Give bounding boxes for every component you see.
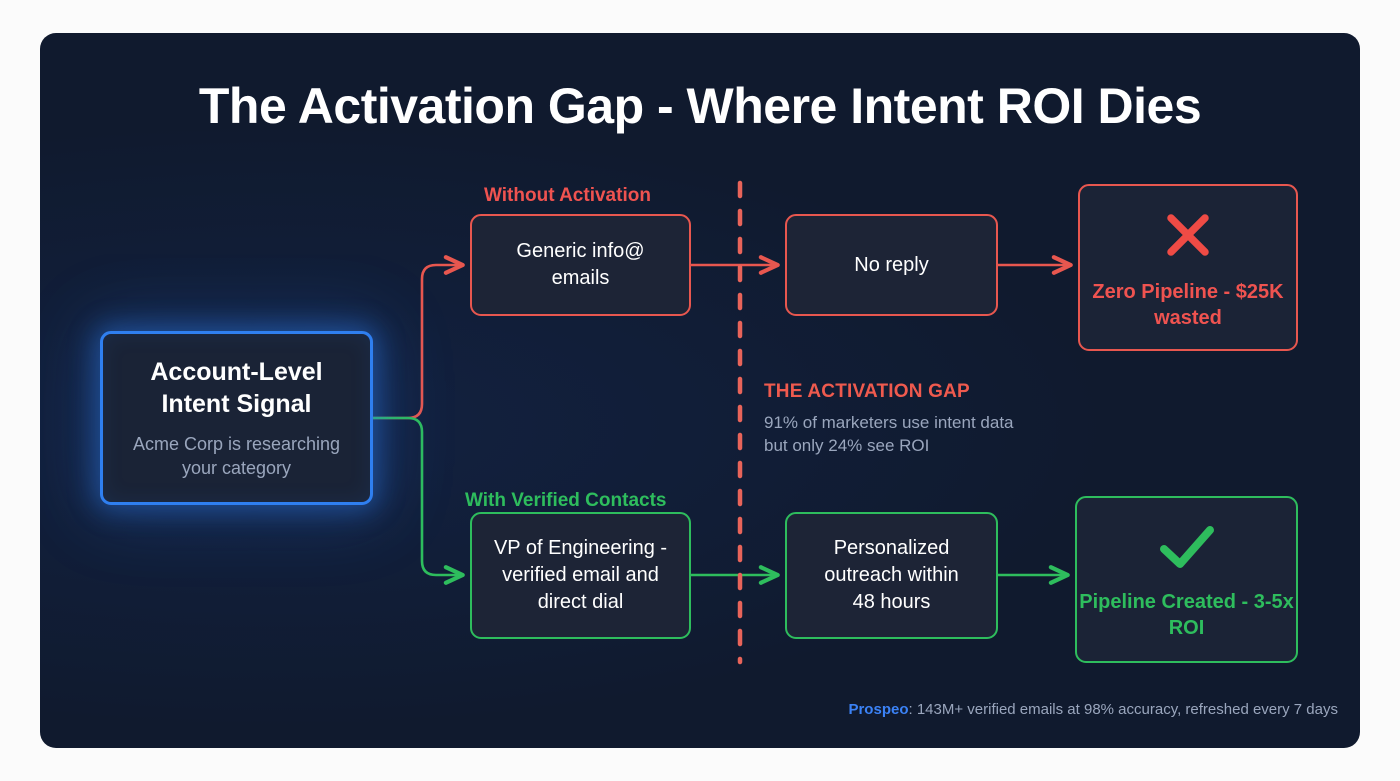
step-no-reply-line1: No reply [854, 253, 929, 276]
outcome-pipeline-created-line2: 3-5x ROI [1168, 590, 1294, 639]
outcome-pipeline-created-caption: Pipeline Created - 3-5x ROI [1077, 589, 1296, 641]
activation-gap-subtext: 91% of marketers use intent data but onl… [764, 411, 1034, 457]
source-node-headline: Account-Level Intent Signal [150, 356, 322, 420]
step-personalized-outreach-text: Personalized outreach within 48 hours [824, 535, 959, 615]
step-generic-emails-line1: Generic info@ [516, 240, 645, 263]
step-generic-emails[interactable]: Generic info@ emails [470, 214, 691, 316]
page-title: The Activation Gap - Where Intent ROI Di… [198, 78, 1202, 134]
step-personalized-outreach-line1: Personalized [833, 537, 950, 560]
step-vp-engineering[interactable]: VP of Engineering - verified email and d… [470, 512, 691, 639]
step-personalized-outreach-line3: 48 hours [852, 590, 931, 613]
step-vp-engineering-text: VP of Engineering - verified email and d… [494, 535, 667, 615]
step-vp-engineering-line3: direct dial [537, 590, 624, 613]
step-no-reply[interactable]: No reply [785, 214, 998, 316]
source-node-headline-line1: Account-Level [150, 357, 323, 386]
step-vp-engineering-line1: VP of Engineering - [493, 537, 668, 560]
outcome-card-pipeline-created[interactable]: Pipeline Created - 3-5x ROI [1075, 496, 1298, 663]
source-node-sub-line1: Acme Corp is researching [132, 433, 341, 454]
footer-brand: Prospeo [848, 701, 909, 718]
source-node-headline-line2: Intent Signal [161, 389, 312, 418]
step-generic-emails-line2: emails [551, 267, 610, 289]
activation-gap-sub-line2: data but only 24% see ROI [764, 413, 1014, 456]
outcome-card-zero-pipeline[interactable]: Zero Pipeline - $25K wasted [1078, 184, 1298, 351]
wire-source-to-vp [371, 416, 465, 585]
cross-icon [1158, 205, 1218, 269]
activation-gap-title: THE ACTIVATION GAP [764, 381, 970, 402]
branch-label-without-activation: Without Activation [484, 185, 651, 206]
step-generic-emails-text: Generic info@ emails [516, 238, 644, 292]
branch-label-with-verified-contacts: With Verified Contacts [465, 490, 667, 511]
check-icon [1154, 519, 1220, 579]
wire-source-to-generic [371, 255, 465, 420]
outcome-zero-pipeline-caption: Zero Pipeline - $25K wasted [1080, 279, 1296, 331]
activation-gap-annotation: THE ACTIVATION GAP 91% of marketers use … [764, 381, 1034, 457]
step-no-reply-text: No reply [854, 252, 928, 279]
footer-text: : 143M+ verified emails at 98% accuracy,… [908, 701, 1338, 718]
source-node-intent-signal[interactable]: Account-Level Intent Signal Acme Corp is… [100, 331, 373, 505]
activation-gap-sub-line1: 91% of marketers use intent [764, 413, 976, 432]
source-node-sub-line2: your category [181, 458, 292, 478]
step-personalized-outreach[interactable]: Personalized outreach within 48 hours [785, 512, 998, 639]
outcome-pipeline-created-line1: Pipeline Created - [1079, 590, 1249, 613]
outcome-zero-pipeline-line1: Zero Pipeline - [1092, 280, 1231, 303]
footer-attribution: Prospeo: 143M+ verified emails at 98% ac… [848, 701, 1338, 718]
infographic-panel: The Activation Gap - Where Intent ROI Di… [40, 33, 1360, 748]
outcome-zero-pipeline-line2: $25K wasted [1154, 280, 1284, 329]
source-node-subtext: Acme Corp is researching your category [133, 432, 340, 480]
step-personalized-outreach-line2: outreach within [824, 564, 959, 587]
step-vp-engineering-line2: verified email and [502, 564, 659, 587]
